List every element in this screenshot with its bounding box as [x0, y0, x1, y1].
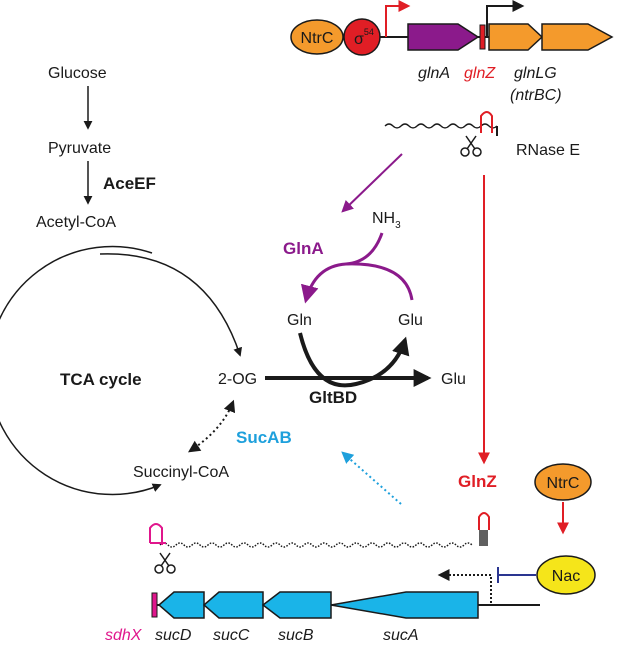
sucd-label: sucD [155, 627, 192, 644]
ntrc-bottom-ellipse [534, 463, 592, 501]
glnl-gene [488, 23, 544, 51]
scissors-icon-top [460, 135, 482, 157]
glucose-label: Glucose [48, 65, 107, 82]
ntrc-top-label: NtrC [301, 30, 334, 47]
glnz-srna-bar [479, 24, 486, 50]
ntrc-top-ellipse [290, 19, 344, 55]
tca-cycle-label: TCA cycle [60, 370, 142, 389]
cyan-dotted-arrow [341, 451, 402, 505]
sigma54-circle [343, 18, 381, 56]
glna-label: glnA [418, 65, 450, 82]
glnz-hairpin-bottom [478, 512, 490, 530]
purple-arrow-to-glna [341, 153, 403, 213]
glnz-hairpin [480, 111, 493, 133]
wavy-transcript-top [384, 123, 498, 129]
sucab-label: SucAB [236, 428, 292, 447]
glnlg-label: glnLG [514, 65, 557, 82]
glng-gene [541, 23, 614, 51]
sucd-gene [157, 591, 205, 619]
tca-arc-main [0, 245, 162, 496]
rnase-processing: RNase E [384, 111, 580, 159]
sucab-reaction-arrow [187, 399, 236, 453]
glnz-protein-label: GlnZ [458, 472, 497, 491]
aceef-label: AceEF [103, 174, 156, 193]
suca-gene [330, 591, 479, 619]
tca-cycle: TCA cycle 2-OG SucAB Succinyl-CoA [0, 245, 292, 496]
gltbd-label: GltBD [309, 388, 357, 407]
glna-enzyme-label: GlnA [283, 239, 324, 258]
sdhx-label: sdhX [105, 627, 143, 644]
top-operon: NtrC σ54 glnA glnZ glnLG (ntrBC) [290, 0, 614, 104]
glnz-gene-label: glnZ [464, 65, 496, 82]
glnlg-promoter-arrow [486, 0, 525, 37]
rnase-e-label: RNase E [516, 142, 580, 159]
tca-arc-to-2og [99, 253, 242, 357]
scissors-icon-bottom [154, 552, 176, 574]
nitrogen-assimilation: NH3 GlnA Gln Glu GltBD Glu [265, 153, 466, 407]
sucb-label: sucB [278, 627, 314, 644]
suc-operon: sdhX sucD sucC sucB sucA [105, 569, 540, 644]
succinyl-coa-label: Succinyl-CoA [133, 464, 229, 481]
sdhx-processing [149, 512, 490, 574]
sigma54-label: σ54 [354, 27, 374, 48]
ntrbc-label: (ntrBC) [510, 87, 562, 104]
nac-label: Nac [552, 568, 580, 585]
glu-right-label: Glu [441, 371, 466, 388]
glna-arc-glu-branch [345, 262, 414, 301]
glnz-stub [479, 530, 488, 546]
succ-gene [202, 591, 264, 619]
glnz-regulation: GlnZ NtrC Nac [341, 175, 596, 595]
two-og-label: 2-OG [218, 371, 257, 388]
gln-label: Gln [287, 312, 312, 329]
glna-gene [407, 23, 480, 51]
succ-label: sucC [213, 627, 250, 644]
carbon-pathway: Glucose Pyruvate AceEF Acetyl-CoA [36, 65, 156, 231]
nac-ellipse [536, 555, 596, 595]
pyruvate-label: Pyruvate [48, 140, 111, 157]
acetyl-coa-label: Acetyl-CoA [36, 214, 116, 231]
glna-promoter-arrow [385, 0, 411, 37]
glu-top-label: Glu [398, 312, 423, 329]
suca-label: sucA [383, 627, 419, 644]
sdhx-hairpin [149, 523, 163, 545]
nh3-label: NH3 [372, 210, 401, 231]
wavy-transcript-bottom [159, 542, 473, 548]
sucb-gene [261, 591, 332, 619]
gltbd-gln-arc [298, 332, 410, 388]
suc-promoter-arrow [437, 569, 492, 603]
sdhx-bar [151, 592, 158, 618]
ntrc-bottom-label: NtrC [547, 475, 580, 492]
